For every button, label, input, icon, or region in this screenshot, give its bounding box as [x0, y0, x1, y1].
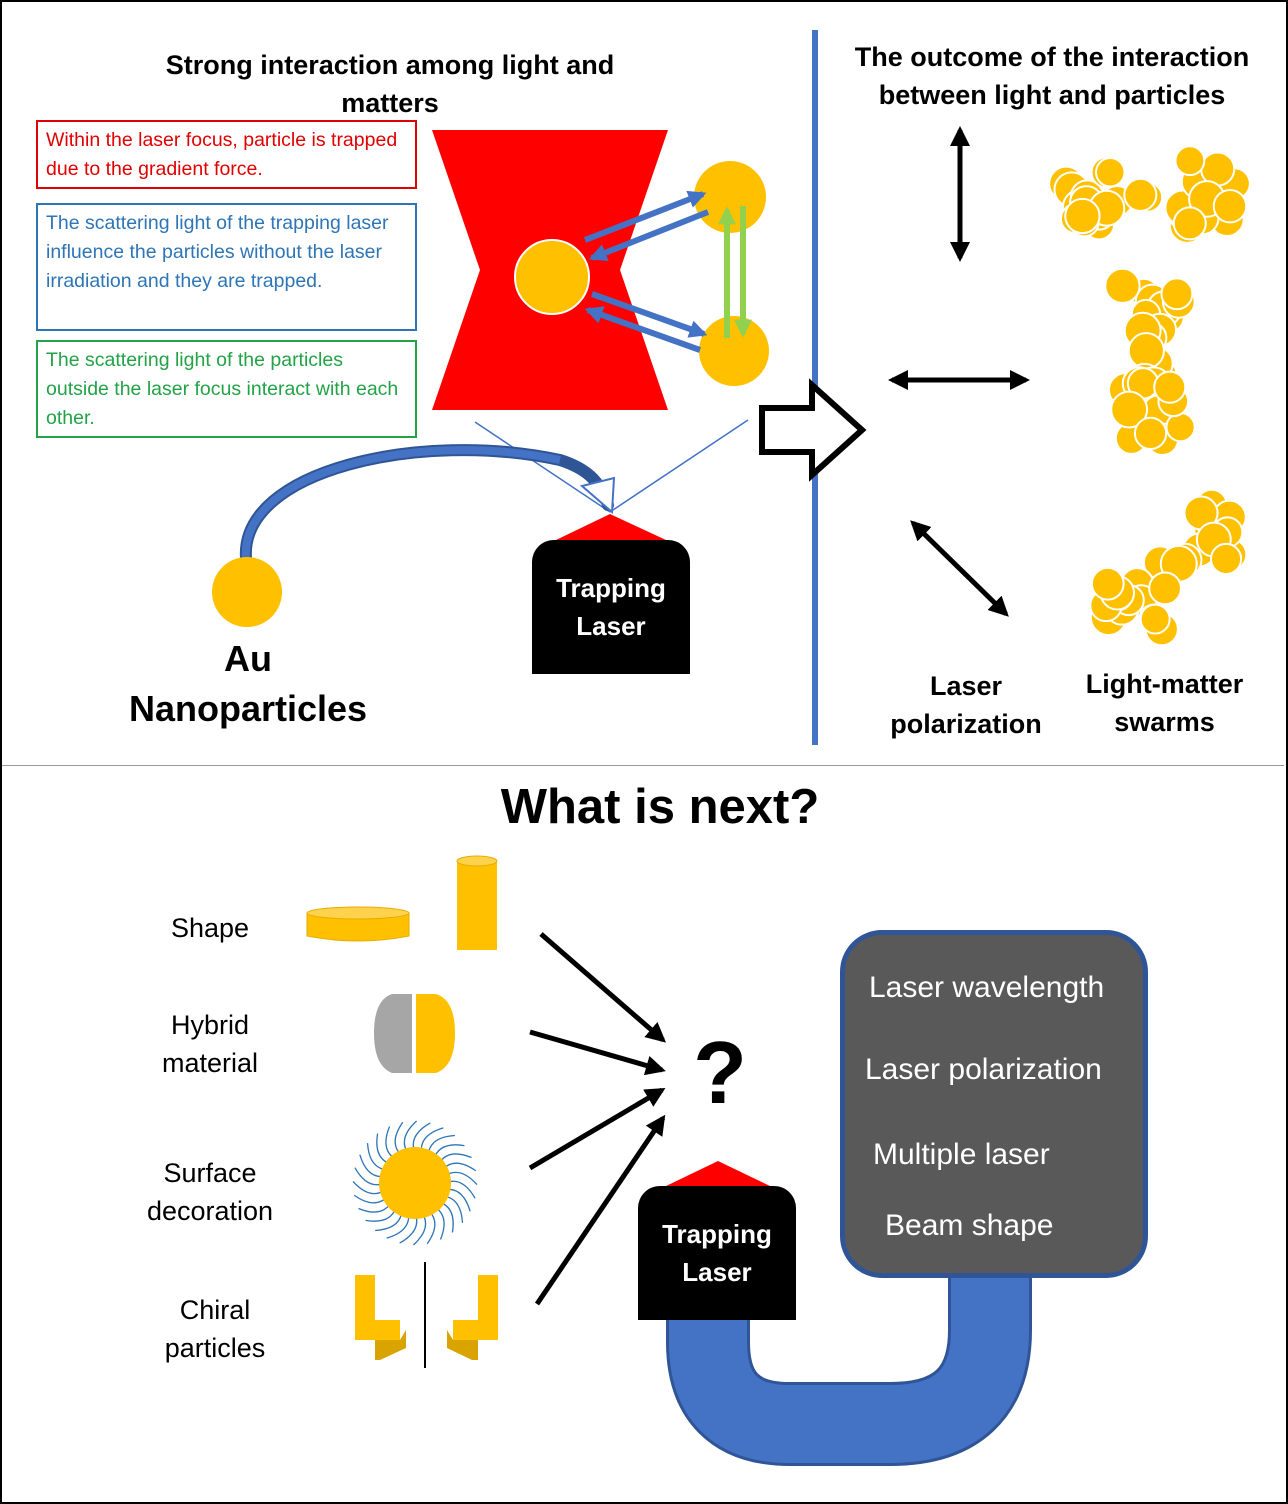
- trapping-laser-top-line1: Trapping: [556, 573, 666, 603]
- category-surface-line2: decoration: [146, 1196, 274, 1226]
- outcome-title: The outcome of the interaction between l…: [836, 38, 1268, 114]
- cluster-particle: [1064, 197, 1101, 235]
- beam-line-left: [474, 421, 611, 513]
- rod-shape-icon: [456, 855, 498, 950]
- laser-scattering-text: The scattering light of the trapping las…: [46, 212, 389, 292]
- cluster-particle: [1110, 390, 1149, 429]
- category-chiral-line2: particles: [164, 1333, 266, 1363]
- light-matter-swarms-label: Light-matter swarms: [1062, 665, 1267, 741]
- neighbor-particle-top: [694, 161, 766, 233]
- particle-scattering-box: The scattering light of the particles ou…: [36, 340, 417, 438]
- category-surface: Surface decoration: [120, 1154, 300, 1230]
- au-label-line2: Nanoparticles: [128, 688, 368, 729]
- category-hybrid-line1: Hybrid: [170, 1010, 250, 1040]
- outcome-arrow-diagonal: [910, 520, 1009, 617]
- laser-options-panel: Laser wavelength Laser polarization Mult…: [840, 930, 1148, 1278]
- disk-shape-icon: [306, 906, 410, 942]
- option-multiple-laser: Multiple laser: [873, 1138, 1050, 1171]
- cluster-particle: [1090, 566, 1125, 601]
- category-hybrid: Hybrid material: [120, 1006, 300, 1082]
- option-laser-wavelength: Laser wavelength: [869, 971, 1105, 1004]
- scattering-arrows-blue: [583, 190, 710, 353]
- question-mark: ?: [693, 1023, 747, 1122]
- chiral-particle-left-icon: [355, 1275, 406, 1360]
- what-is-next-title: What is next?: [500, 780, 820, 834]
- particle-scattering-text: The scattering light of the particles ou…: [46, 349, 399, 429]
- cluster-particle: [1165, 411, 1196, 443]
- trapped-particle: [514, 239, 590, 315]
- cluster-particle: [1104, 267, 1141, 305]
- cluster-particle: [1123, 177, 1158, 212]
- option-beam-shape: Beam shape: [885, 1209, 1054, 1242]
- laser-scattering-box: The scattering light of the trapping las…: [36, 203, 417, 331]
- au-nanoparticle: [212, 557, 282, 627]
- neighbor-particle-bottom: [699, 316, 769, 386]
- au-nanoparticle-label: Au Nanoparticles: [100, 634, 396, 734]
- chiral-particle-right-icon: [447, 1275, 498, 1360]
- converging-arrows: [528, 932, 667, 1306]
- interaction-title-line1: Strong interaction among light and: [165, 50, 615, 80]
- cluster-particle: [1174, 145, 1206, 177]
- laser-polarization-label: Laser polarization: [870, 667, 1062, 743]
- cluster-particle: [1172, 206, 1207, 241]
- cluster-particle: [1133, 416, 1168, 451]
- surface-decorated-particle-icon: [352, 1120, 478, 1246]
- trapping-laser-bottom-line1: Trapping: [662, 1219, 772, 1249]
- laser-tip-top: [556, 514, 666, 540]
- trapping-laser-top-line2: Laser: [576, 611, 646, 641]
- hybrid-particle-icon: [374, 994, 455, 1073]
- particle-cluster-horizontal: [1048, 145, 1251, 244]
- trapping-laser-bottom-line2: Laser: [682, 1257, 752, 1287]
- category-shape: Shape: [120, 909, 300, 947]
- swarms-line2: swarms: [1114, 707, 1215, 737]
- gradient-force-text: Within the laser focus, particle is trap…: [46, 129, 398, 180]
- trapping-laser-bottom: Trapping Laser: [638, 1186, 796, 1320]
- outcome-hollow-arrow: [759, 378, 867, 482]
- category-shape-line1: Shape: [170, 913, 250, 943]
- cluster-particle: [1095, 157, 1126, 188]
- connector-tube: [669, 1270, 1029, 1463]
- category-hybrid-line2: material: [161, 1048, 259, 1078]
- outcome-title-line1: The outcome of the interaction: [854, 42, 1250, 72]
- laser-polarization-line2: polarization: [890, 709, 1042, 739]
- section-divider: [2, 765, 1284, 766]
- cluster-particle: [1209, 542, 1243, 576]
- category-chiral: Chiral particles: [125, 1291, 305, 1367]
- outcome-title-line2: between light and particles: [878, 80, 1226, 110]
- swarms-line1: Light-matter: [1085, 669, 1244, 699]
- laser-polarization-line1: Laser: [929, 671, 1003, 701]
- category-chiral-line1: Chiral: [179, 1295, 251, 1325]
- option-laser-polarization: Laser polarization: [865, 1053, 1102, 1086]
- cluster-particle: [1153, 370, 1187, 404]
- cluster-particle: [1139, 603, 1171, 635]
- gradient-force-box: Within the laser focus, particle is trap…: [36, 120, 417, 189]
- cluster-particle: [1148, 571, 1182, 606]
- cluster-particle: [1212, 188, 1248, 224]
- scattering-arrows-green: [718, 206, 752, 338]
- au-label-line1: Au: [224, 638, 272, 679]
- trapping-laser-top: Trapping Laser: [532, 540, 690, 674]
- laser-tip-bottom: [664, 1161, 772, 1187]
- interaction-title: Strong interaction among light and matte…: [140, 46, 640, 122]
- particle-cluster-vertical: [1104, 267, 1196, 457]
- particle-cluster-diagonal: [1089, 488, 1248, 647]
- category-surface-line1: Surface: [163, 1158, 257, 1188]
- cluster-particle: [1160, 277, 1194, 311]
- beam-line-right: [609, 419, 749, 513]
- interaction-title-line2: matters: [341, 88, 439, 118]
